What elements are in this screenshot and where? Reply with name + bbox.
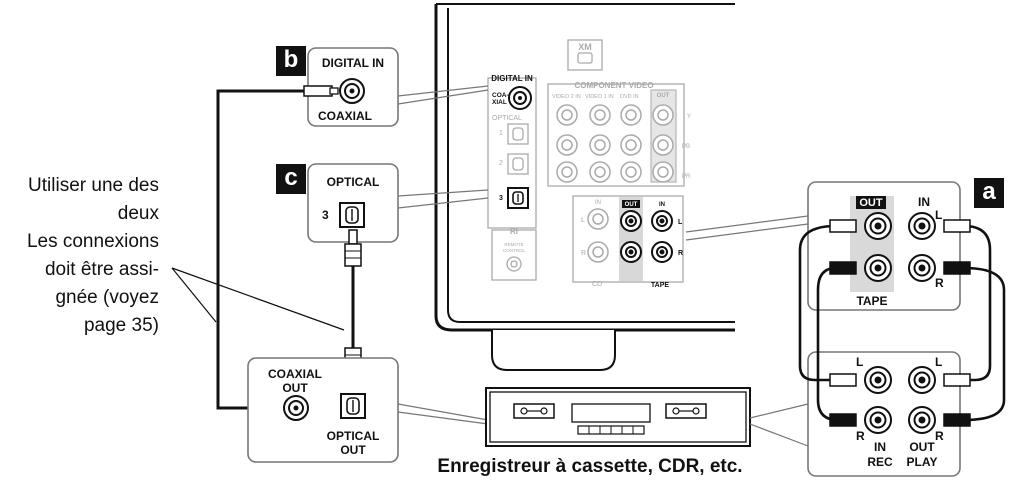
rec-r-label: R [856, 429, 865, 443]
badge-c: c [276, 164, 306, 194]
ri-remote-control-jack: RI REMOTE CONTROL [491, 227, 537, 281]
receiver-digital-in-label: DIGITAL IN [491, 74, 533, 83]
cassette-deck [485, 387, 809, 447]
rec-label: REC [867, 455, 893, 469]
callout-optical-title: OPTICAL [327, 175, 380, 189]
rec-in-label: IN [874, 440, 886, 454]
device-optical-label-1: OPTICAL [327, 429, 380, 443]
optical-1-number: 1 [499, 130, 503, 137]
rec-play-jacks [864, 366, 936, 434]
cd-r-label: R [581, 250, 586, 257]
device-coaxial-label-1: COAXIAL [268, 367, 322, 381]
note-line-3: Les connexions [26, 231, 159, 252]
rec-l-label: L [856, 355, 863, 369]
callout-coaxial-label: COAXIAL [318, 109, 372, 123]
callout-optical: OPTICAL 3 [307, 163, 489, 243]
badge-b: b [276, 46, 306, 76]
play-label: PLAY [907, 455, 938, 469]
device-optical-label-2: OUT [340, 443, 366, 457]
y-label: Y [687, 114, 691, 120]
tape-out-label: OUT [859, 197, 883, 209]
receiver-tape-label: TAPE [651, 282, 669, 289]
tape-r-label: R [935, 276, 944, 290]
xm-label: XM [578, 42, 592, 52]
control-label: CONTROL [503, 248, 525, 253]
component-video-label: COMPONENT VIDEO [574, 81, 653, 90]
optical-2-number: 2 [499, 160, 503, 167]
callout-digital-in: DIGITAL IN COAXIAL [307, 47, 489, 127]
pr-label: PR [682, 174, 691, 180]
play-l-label: L [935, 355, 942, 369]
xm-jack: XM [567, 39, 603, 71]
component-out-label: OUT [657, 93, 670, 99]
receiver-tape-r-label: R [678, 250, 683, 257]
note-pointer-lines [171, 267, 345, 331]
video1-in-label: VIDEO 1 IN [585, 94, 614, 100]
note-line-2: deux [117, 203, 159, 224]
dvd-in-label: DVD IN [620, 94, 639, 100]
optical-3-number: 3 [499, 195, 503, 202]
tape-label: TAPE [856, 294, 887, 308]
callout-optical-number: 3 [322, 208, 329, 222]
cd-label: CD [592, 281, 602, 288]
cd-l-label: L [581, 217, 585, 224]
note-line-1: Utiliser une des [28, 175, 159, 196]
tape-l-label: L [935, 208, 942, 222]
video2-in-label: VIDEO 2 IN [552, 94, 581, 100]
play-r-label: R [935, 429, 944, 443]
tape-panel-jacks [864, 212, 936, 282]
remote-label: REMOTE [504, 242, 523, 247]
coaxial-label-b: XIAL [492, 99, 507, 106]
pb-label: PB [682, 144, 690, 150]
receiver-tape-l-label: L [678, 219, 683, 226]
rca-cables [798, 219, 1006, 427]
ri-label: RI [510, 227, 518, 236]
note-line-6: page 35) [83, 315, 159, 336]
optical-label: OPTICAL [492, 115, 522, 122]
receiver-coaxial-jack [508, 86, 532, 110]
device-coaxial-label-2: OUT [282, 381, 308, 395]
receiver-optical-3-jack [507, 187, 529, 209]
component-video-jacks [556, 104, 674, 183]
device-caption: Enregistreur à cassette, CDR, etc. [437, 456, 743, 477]
coaxial-label-a: COA- [492, 92, 509, 99]
cd-in-label: IN [595, 200, 601, 206]
note-line-5: gnée (voyez [55, 287, 159, 308]
badge-a: a [974, 178, 1004, 208]
receiver-tape-jacks [620, 210, 673, 263]
callout-digital-in-title: DIGITAL IN [322, 56, 384, 70]
receiver-rear-panel: XM DIGITAL IN COA- XIAL OPTICAL 1 2 3 CO… [434, 3, 735, 371]
receiver-tape-out-label: OUT [625, 202, 638, 208]
play-out-label: OUT [909, 440, 935, 454]
tape-panel: OUT IN L R TAPE [685, 181, 961, 311]
note-line-4: doit être assi- [44, 259, 159, 280]
tape-in-label: IN [918, 195, 930, 209]
receiver-tape-in-label: IN [659, 202, 665, 208]
device-output-panel: COAXIAL OUT OPTICAL OUT [247, 357, 489, 463]
